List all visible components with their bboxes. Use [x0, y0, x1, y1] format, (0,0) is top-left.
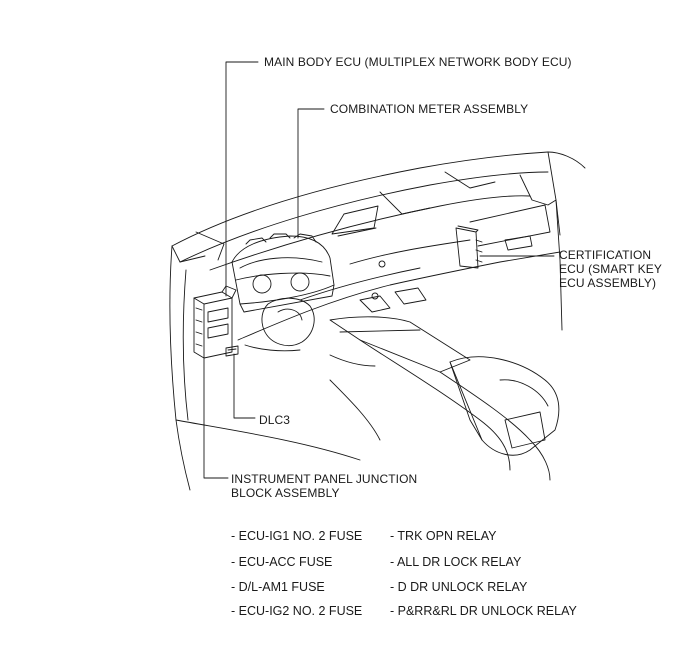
- junction-block-label-line2: BLOCK ASSEMBLY: [231, 486, 340, 500]
- combination-meter-label: COMBINATION METER ASSEMBLY: [330, 102, 529, 116]
- list-item: - ECU-IG1 NO. 2 FUSE: [231, 529, 363, 543]
- junction-block-shape: [193, 285, 237, 359]
- certification-ecu-label-line3: ECU ASSEMBLY): [559, 276, 657, 290]
- dashboard-outline: [169, 151, 586, 491]
- list-item: - TRK OPN RELAY: [390, 529, 497, 543]
- main-body-ecu-label: MAIN BODY ECU (MULTIPLEX NETWORK BODY EC…: [264, 55, 572, 69]
- certification-ecu-shape: [455, 225, 483, 269]
- dlc3-label: DLC3: [259, 413, 291, 427]
- combination-meter-shape: [231, 233, 335, 313]
- list-item: - ALL DR LOCK RELAY: [390, 555, 522, 569]
- list-item: - P&RR&RL DR UNLOCK RELAY: [390, 604, 577, 618]
- list-item: - ECU-IG2 NO. 2 FUSE: [231, 604, 363, 618]
- leader-lines: [203, 61, 555, 479]
- certification-ecu-label-line2: ECU (SMART KEY: [559, 262, 662, 276]
- dlc3-shape: [225, 345, 239, 357]
- list-item: - D/L-AM1 FUSE: [231, 580, 325, 594]
- list-item: - ECU-ACC FUSE: [231, 555, 333, 569]
- certification-ecu-label-line1: CERTIFICATION: [559, 248, 652, 262]
- list-item: - D DR UNLOCK RELAY: [390, 580, 528, 594]
- junction-block-label-line1: INSTRUMENT PANEL JUNCTION: [231, 472, 418, 486]
